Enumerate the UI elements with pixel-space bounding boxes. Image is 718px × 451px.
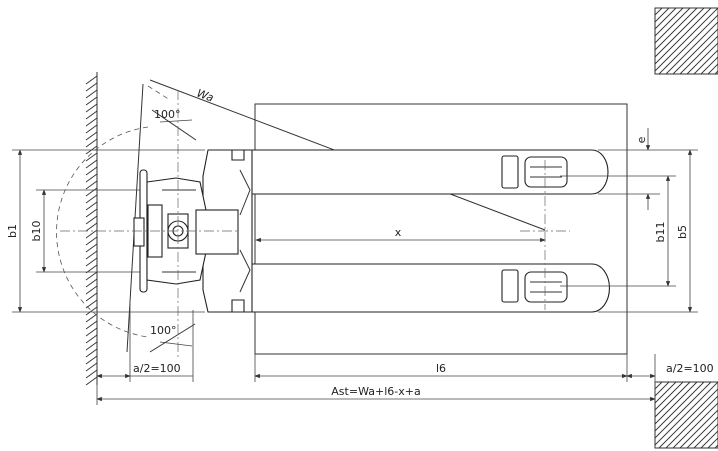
- hatch-line: [85, 327, 98, 337]
- hatch-line: [85, 110, 98, 120]
- label-a-half-right: a/2=100: [666, 362, 714, 375]
- hatch-line: [85, 243, 98, 253]
- fork-bottom: [249, 263, 610, 313]
- hatch-line: [654, 381, 684, 411]
- hatch-line: [654, 381, 705, 432]
- label-l6: l6: [436, 362, 446, 375]
- hatch-line: [85, 159, 98, 169]
- hatch-line: [654, 381, 691, 418]
- hatch-line: [85, 250, 98, 260]
- label-b10: b10: [30, 221, 43, 242]
- hatch-line: [654, 7, 698, 51]
- hatch-line: [686, 416, 718, 449]
- hatch-line: [658, 388, 718, 449]
- hatch-line: [665, 21, 718, 75]
- hatch-line: [654, 7, 712, 65]
- hatch-line: [85, 229, 98, 239]
- hatch-line: [654, 7, 677, 30]
- hatch-line: [85, 278, 98, 288]
- label-a-half-left: a/2=100: [133, 362, 181, 375]
- bottom-right-wall-block: [654, 381, 718, 449]
- roller-bottom: [501, 269, 568, 303]
- hatch-line: [85, 376, 98, 386]
- hatch-line: [85, 369, 98, 379]
- hatch-line: [85, 313, 98, 323]
- hatch-line: [679, 35, 718, 75]
- hatch-line: [85, 306, 98, 316]
- hatch-line: [654, 381, 670, 397]
- hatch-line: [693, 49, 718, 75]
- label-angle-bottom: 100°: [150, 324, 177, 337]
- hatch-line: [85, 215, 98, 225]
- hatch-line: [654, 381, 677, 404]
- left-wall: [85, 72, 98, 386]
- pallet-outline: [254, 103, 628, 355]
- hatch-line: [85, 89, 98, 99]
- hatch-line: [700, 430, 718, 449]
- label-b5: b5: [676, 225, 689, 239]
- hatch-line: [85, 222, 98, 232]
- hatch-line: [658, 14, 718, 75]
- label-e: e: [635, 136, 648, 143]
- hatch-line: [700, 56, 718, 75]
- hatch-line: [85, 236, 98, 246]
- label-b1: b1: [6, 224, 19, 238]
- hatch-line: [85, 194, 98, 204]
- hatch-line: [85, 82, 98, 92]
- hatch-line: [85, 201, 98, 211]
- hatch-line: [686, 42, 718, 75]
- hatch-line: [654, 7, 705, 58]
- roller-top: [501, 155, 568, 189]
- hatch-line: [85, 131, 98, 141]
- hatch-line: [672, 402, 718, 449]
- hatch-line: [654, 381, 718, 446]
- hatch-line: [85, 166, 98, 176]
- hatch-line: [85, 124, 98, 134]
- label-b11: b11: [654, 222, 667, 243]
- hatch-line: [85, 96, 98, 106]
- hatch-line: [654, 381, 698, 425]
- label-ast: Ast=Wa+l6-x+a: [331, 385, 420, 398]
- hatch-line: [679, 409, 718, 449]
- hatch-line: [85, 152, 98, 162]
- hatch-line: [85, 117, 98, 127]
- label-x: x: [395, 226, 402, 239]
- turning-circle-arc: [56, 126, 149, 338]
- hatch-line: [654, 7, 691, 44]
- hatch-line: [85, 285, 98, 295]
- label-angle-top: 100°: [154, 108, 181, 121]
- hatch-line: [665, 395, 718, 449]
- hatch-line: [654, 381, 712, 439]
- hatch-line: [85, 103, 98, 113]
- wa-arc: [147, 85, 171, 101]
- hatch-line: [85, 208, 98, 218]
- top-right-wall-block: [654, 7, 718, 75]
- hatch-line: [85, 348, 98, 358]
- hatch-line: [654, 381, 663, 390]
- hatch-line: [707, 63, 718, 75]
- hatch-line: [85, 292, 98, 302]
- hatch-line: [85, 320, 98, 330]
- hatch-line: [654, 7, 663, 16]
- label-wa: Wa: [195, 87, 216, 105]
- hatch-line: [654, 7, 718, 72]
- hatch-line: [85, 173, 98, 183]
- hatch-line: [85, 257, 98, 267]
- hatch-line: [85, 75, 98, 85]
- hatch-line: [707, 437, 718, 449]
- hatch-line: [85, 355, 98, 365]
- hatch-line: [85, 271, 98, 281]
- hatch-line: [693, 423, 718, 449]
- hatch-line: [654, 7, 670, 23]
- hatch-line: [85, 180, 98, 190]
- hatch-line: [654, 7, 684, 37]
- hatch-line: [672, 28, 718, 75]
- hatch-line: [85, 334, 98, 344]
- hatch-line: [85, 138, 98, 148]
- hatch-line: [85, 187, 98, 197]
- hatch-line: [85, 362, 98, 372]
- hatch-line: [85, 341, 98, 351]
